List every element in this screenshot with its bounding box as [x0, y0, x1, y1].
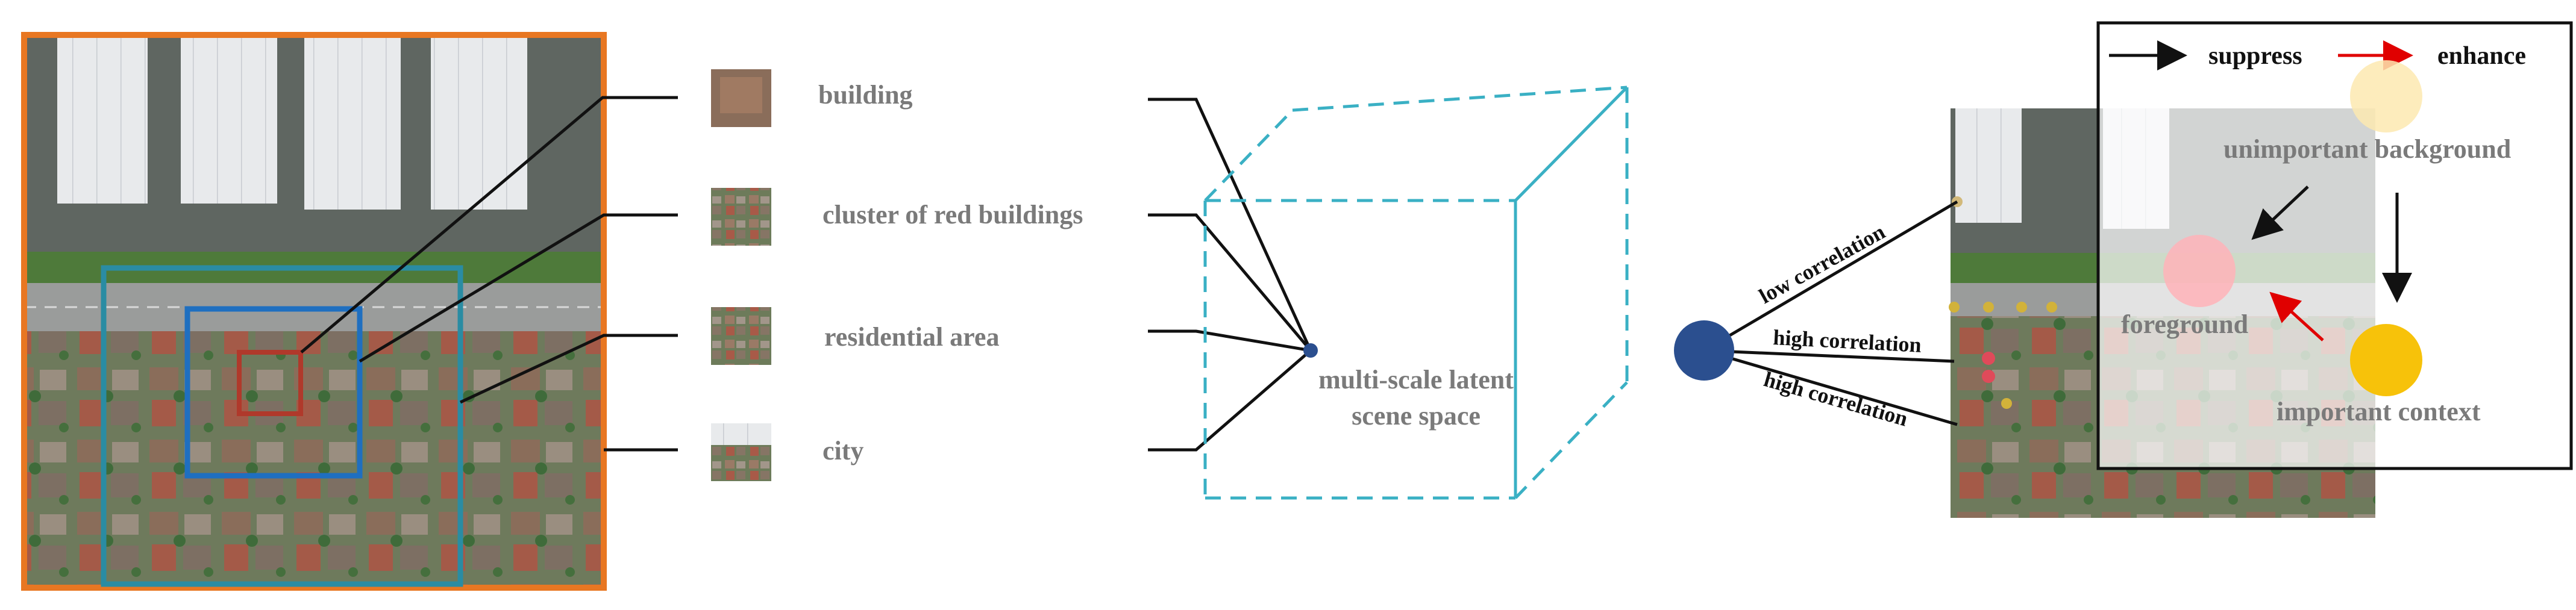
label-important-context: important context [2277, 397, 2481, 426]
label-unimportant-background: unimportant background [2223, 134, 2511, 164]
arrow-unimportant-to-foreground [2251, 185, 2309, 240]
residential-scale-box [101, 265, 463, 587]
legend-suppress: suppress [2208, 42, 2302, 70]
building-thumbnail-roof [720, 77, 762, 113]
cluster-scale-box [184, 306, 363, 479]
latent-space-label-line1: multi-scale latent [1318, 365, 1514, 394]
label-city: city [823, 436, 863, 465]
residential-thumbnail [711, 307, 771, 365]
label-residential: residential area [824, 322, 999, 352]
arrow-important-to-foreground [2269, 291, 2324, 341]
label-high-correlation-2: high correlation [1761, 367, 1911, 431]
legend-enhance: enhance [2437, 42, 2526, 70]
label-low-correlation: low correlation [1755, 219, 1889, 308]
unimportant-background-node [2350, 60, 2422, 132]
query-node [1674, 320, 1734, 381]
latent-point [1303, 343, 1318, 358]
cluster-thumbnail [711, 188, 771, 246]
city-scale-frame [21, 32, 607, 591]
scale-connectors [300, 96, 678, 452]
latent-space-label-line2: scene space [1352, 401, 1481, 431]
foreground-node [2163, 235, 2236, 307]
latent-space-cube [1203, 86, 1629, 500]
important-context-node [2350, 324, 2422, 396]
building-scale-box [237, 350, 303, 416]
correlation-lines [1703, 200, 1958, 426]
label-foreground: foreground [2121, 310, 2248, 339]
aerial-image-panel [24, 35, 604, 588]
label-building: building [818, 80, 913, 110]
label-cluster: cluster of red buildings [823, 200, 1083, 229]
latent-connectors [1148, 98, 1312, 452]
city-thumbnail-warehouses [711, 423, 771, 445]
label-high-correlation-1: high correlation [1773, 325, 1922, 357]
region-dots [1949, 196, 2057, 409]
